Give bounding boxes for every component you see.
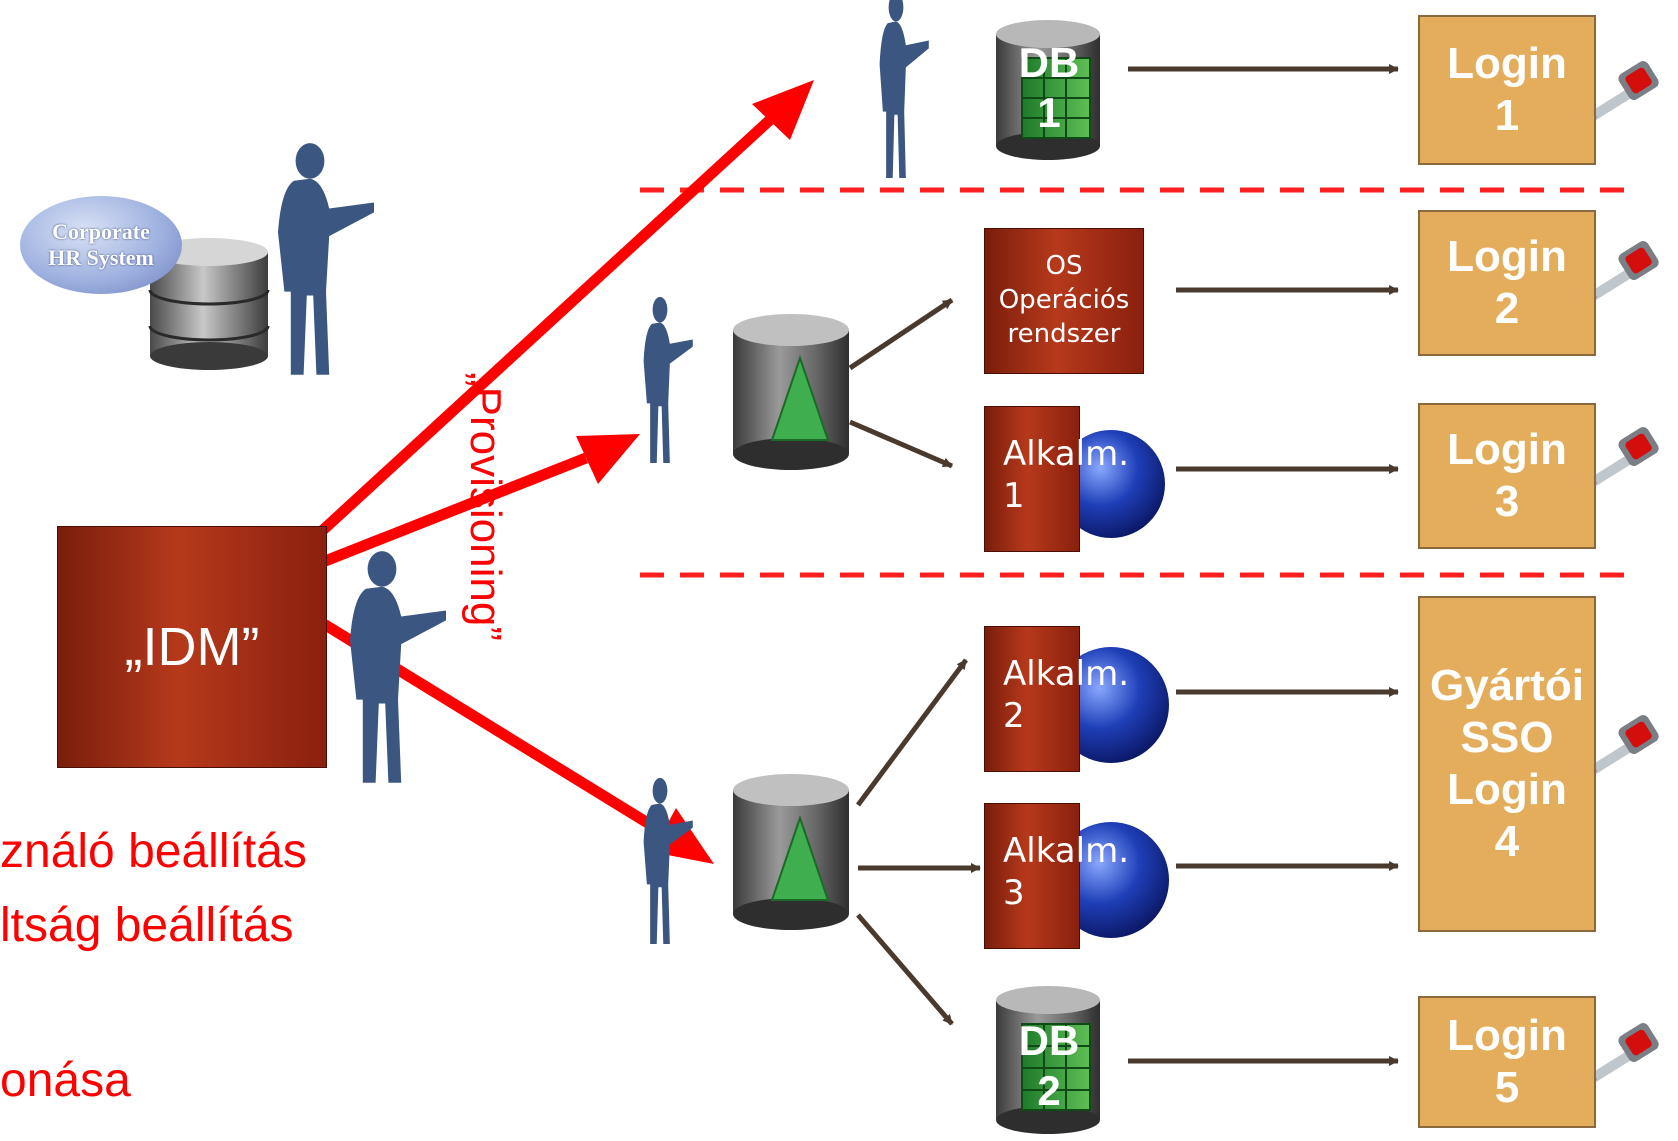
app1-box: Alkalm. 1 (984, 406, 1130, 552)
arrow-dir-os (848, 297, 954, 371)
login-4-box: Gyártói SSO Login 4 (1418, 596, 1596, 932)
db2-database-icon (996, 986, 1100, 1134)
left-text-line-2: ltság beállítás (0, 899, 294, 952)
person-icon (278, 143, 374, 375)
login-5-line-2: 5 (1494, 1063, 1520, 1112)
directory-database-icon (733, 314, 849, 470)
os-box: OS Operációs rendszer (984, 228, 1144, 374)
globe-icon (1057, 430, 1165, 538)
left-text-line-3: onása (0, 1054, 131, 1107)
globe-icon (1053, 822, 1169, 938)
arrow-dir2-db2 (856, 913, 954, 1026)
login-5-line-1: Login (1447, 1011, 1567, 1060)
login-1-line-2: 1 (1494, 91, 1520, 140)
provisioning-label: „Provisioning” (461, 372, 510, 641)
idm-box: „IDM” (57, 526, 327, 768)
login-4-line-1: Gyártói (1429, 661, 1585, 710)
app1-line-1: Alkalm. (1003, 434, 1130, 474)
app2-line-1: Alkalm. (1003, 654, 1130, 694)
os-line-3: rendszer (1007, 319, 1121, 349)
person-icon (350, 551, 446, 783)
idm-label: „IDM” (124, 617, 260, 677)
login-3-line-2: 3 (1494, 477, 1520, 526)
globe-icon (1053, 647, 1169, 763)
login-1-box: Login 1 (1418, 15, 1596, 165)
corporate-hr-system-badge: Corporate HR System (20, 196, 182, 294)
os-line-1: OS (1045, 251, 1083, 281)
login-3-box: Login 3 (1418, 403, 1596, 549)
db1-label: DB 1 (994, 38, 1104, 138)
login-2-line-2: 2 (1494, 284, 1520, 333)
arrow-dir-app1 (849, 419, 953, 469)
left-text-line-1: ználó beállítás (0, 825, 307, 878)
login-4-line-4: 4 (1494, 817, 1520, 866)
hr-line-1: Corporate (52, 219, 150, 244)
app2-line-2: 2 (1003, 696, 1025, 736)
person-icon (879, 0, 929, 178)
login-4-line-2: SSO (1460, 713, 1554, 762)
app1-line-2: 1 (1003, 476, 1025, 516)
app2-box: Alkalm. 2 (984, 626, 1130, 772)
os-line-2: Operációs (998, 285, 1130, 315)
app3-line-1: Alkalm. (1003, 831, 1130, 871)
login-2-line-1: Login (1447, 232, 1567, 281)
login-2-box: Login 2 (1418, 210, 1596, 356)
db1-database-icon (996, 20, 1100, 160)
person-icon (643, 777, 693, 945)
directory-database-2-icon (733, 774, 849, 930)
db2-line-1: DB (1018, 1017, 1080, 1064)
db1-line-2: 1 (1037, 89, 1061, 136)
app3-line-2: 3 (1003, 873, 1025, 913)
login-4-line-3: Login (1447, 765, 1567, 814)
login-5-box: Login 5 (1418, 996, 1596, 1128)
hr-line-2: HR System (48, 245, 154, 270)
login-1-line-1: Login (1447, 39, 1567, 88)
login-3-line-1: Login (1447, 425, 1567, 474)
arrow-dir2-app2 (855, 658, 969, 807)
person-icon (643, 296, 693, 464)
hr-database-icon (148, 238, 270, 370)
db1-line-1: DB (1018, 39, 1080, 86)
db2-label: DB 2 (994, 1016, 1104, 1116)
db2-line-2: 2 (1037, 1067, 1061, 1114)
app3-box: Alkalm. 3 (984, 803, 1130, 949)
